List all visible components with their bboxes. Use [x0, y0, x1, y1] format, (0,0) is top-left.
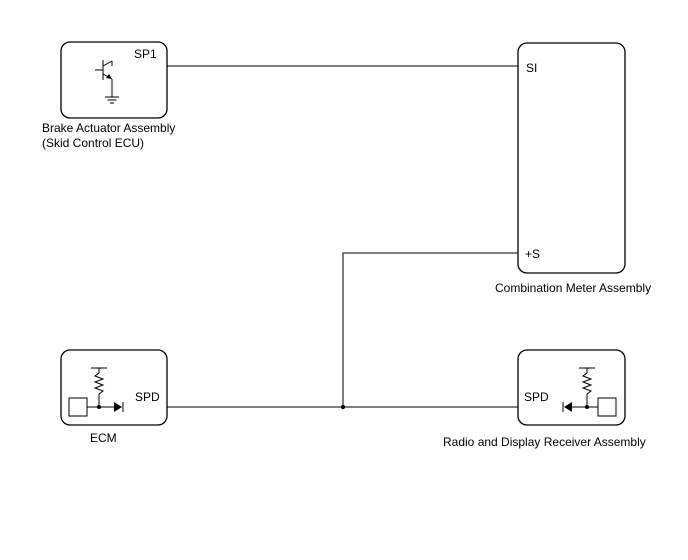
brake-actuator-name-line1: Brake Actuator Assembly [42, 121, 175, 135]
ecm: SPD ECM [60, 349, 168, 445]
combination-meter-name: Combination Meter Assembly [495, 281, 651, 295]
combination-meter-assembly: SI +S Combination Meter Assembly [495, 42, 651, 295]
combination-meter-box [517, 42, 626, 274]
ecm-box [60, 349, 168, 426]
wire-spd-to-plus-s [342, 252, 518, 407]
ground-icon [105, 96, 119, 104]
combination-meter-pin-plus-s: +S [525, 247, 540, 261]
transistor-icon [95, 60, 113, 97]
diode-icon [114, 402, 124, 412]
combination-meter-pin-si: SI [526, 61, 537, 75]
diode-icon [562, 402, 572, 412]
radio-display-receiver-assembly: SPD Radio and Display Receiver Assembly [443, 349, 646, 449]
wires [112, 65, 562, 410]
pullup-resistor-icon [579, 367, 595, 409]
wire-junction-dot [340, 404, 346, 410]
radio-connector-square-icon [597, 397, 617, 417]
radio-receiver-pin-label: SPD [524, 390, 549, 404]
brake-actuator-assembly: SP1 Brake Actuator Assembly (Skid Contro… [42, 41, 175, 150]
brake-actuator-pin-label: SP1 [134, 47, 157, 61]
radio-receiver-box [517, 349, 626, 426]
brake-actuator-name-line2: (Skid Control ECU) [42, 136, 144, 150]
pullup-resistor-icon [91, 367, 107, 409]
brake-actuator-box [60, 41, 168, 119]
ecm-name: ECM [90, 431, 117, 445]
radio-receiver-name: Radio and Display Receiver Assembly [443, 435, 646, 449]
ecm-pin-label: SPD [135, 390, 160, 404]
